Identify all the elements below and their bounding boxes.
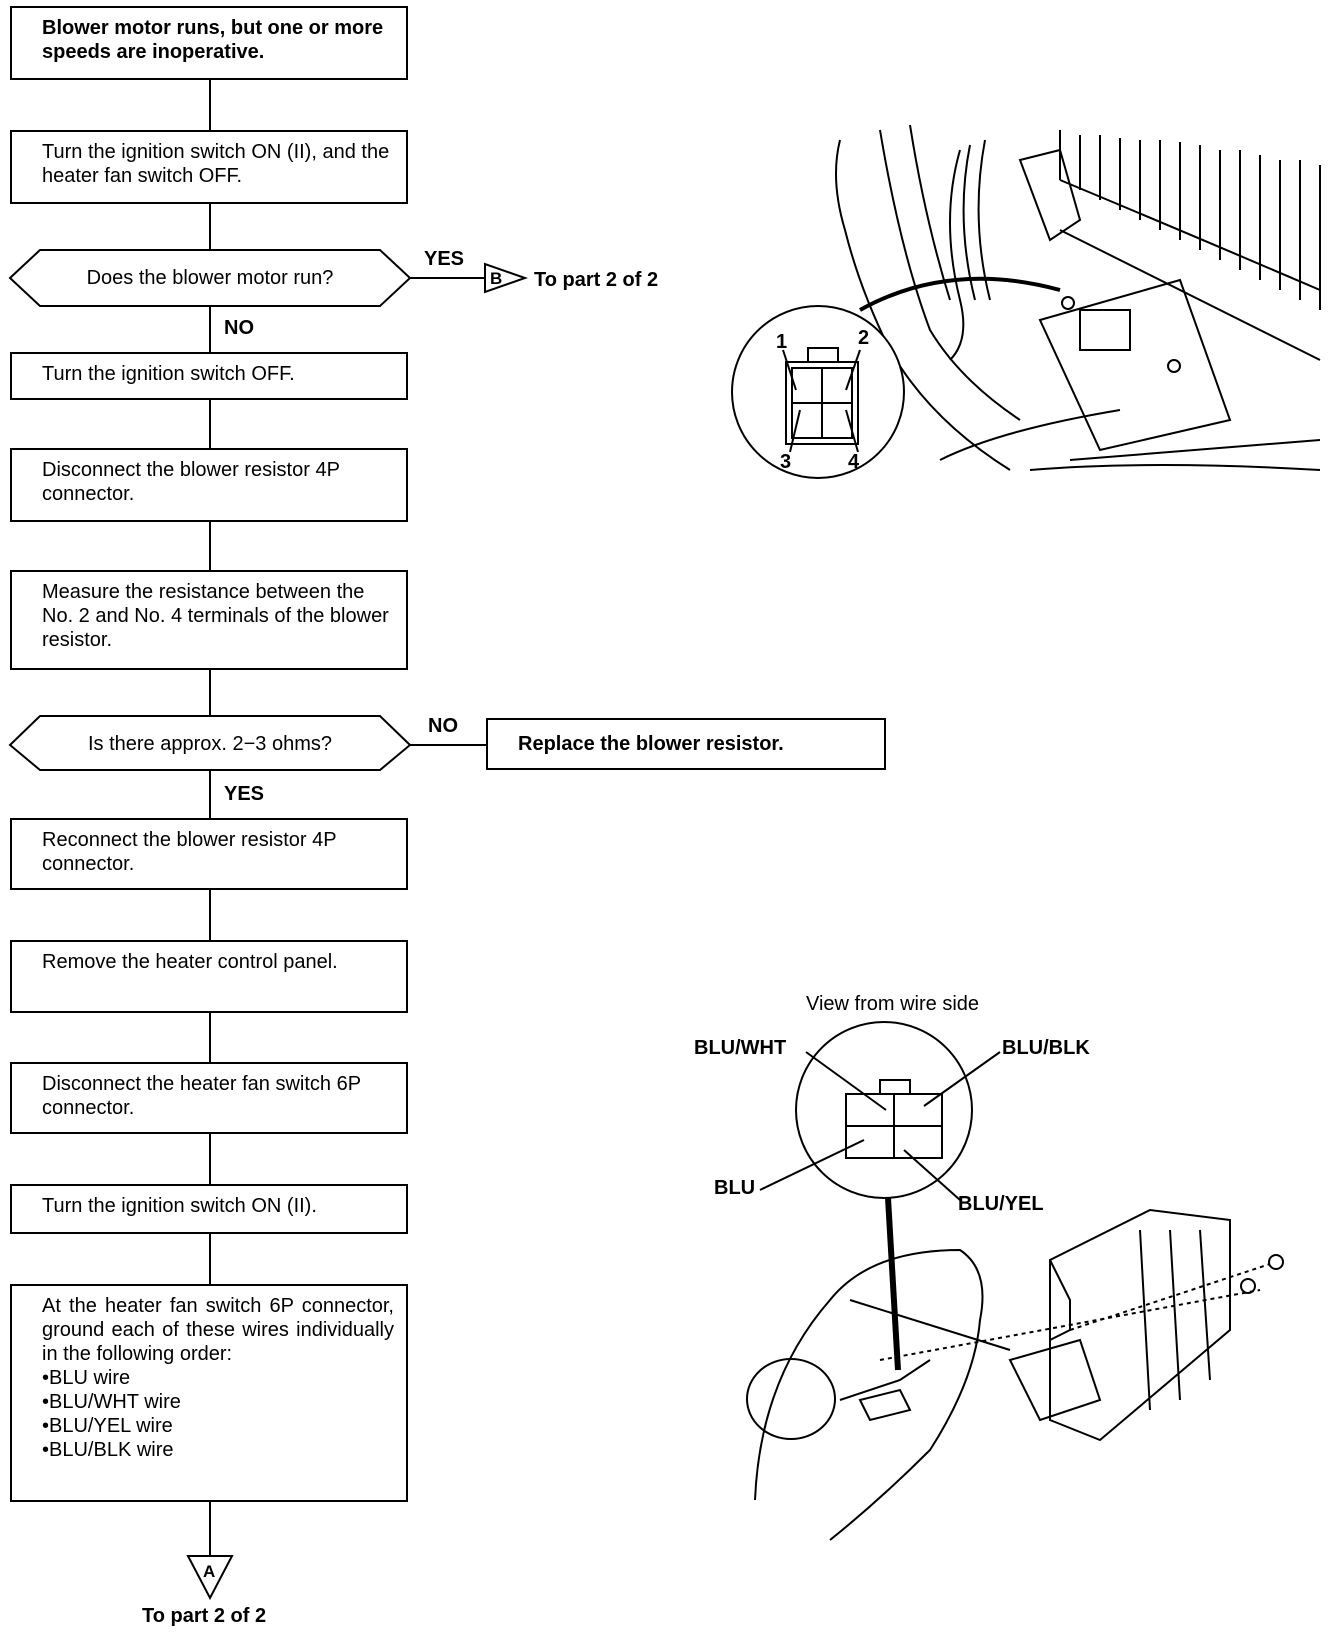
fan-switch-6p-connector [759,1051,1001,1201]
decision-diamond-2 [8,715,412,771]
step-ignition-on: Turn the ignition switch ON (II). [10,1184,408,1234]
resistor-connector-callout [731,305,905,479]
start-box: Blower motor runs, but one or more speed… [10,6,408,80]
wire-label-blu-wht: BLU/WHT [694,1037,787,1059]
step-disconnect-resistor: Disconnect the blower resistor 4P connec… [10,448,408,522]
step-ground-wires: At the heater fan switch 6P connector, g… [10,1284,408,1502]
terminal-3-label: 3 [780,451,792,473]
connector-a-triangle [186,1555,234,1601]
wire-order-list: BLU wire BLU/WHT wire BLU/YEL wire BLU/B… [42,1366,394,1462]
decision-2-question: Is there approx. 2−3 ohms? [87,733,333,755]
step-remove-control-panel: Remove the heater control panel. [10,940,408,1013]
wire-label-blu-blk: BLU/BLK [1002,1037,1090,1059]
step-disconnect-fan-switch: Disconnect the heater fan switch 6P conn… [10,1062,408,1134]
terminal-1-label: 1 [776,331,788,353]
decision-2-no-label: NO [428,715,458,737]
wire-order-item: BLU/BLK wire [42,1438,394,1462]
step-measure-resistance: Measure the resistance between the No. 2… [10,570,408,670]
decision-1-question: Does the blower motor run? [86,267,334,289]
decision-diamond-1 [8,249,412,307]
decision-2-yes-label: YES [224,783,265,805]
wire-order-item: BLU/YEL wire [42,1414,394,1438]
terminal-4-label: 4 [848,451,860,473]
view-from-wire-side-title: View from wire side [806,993,980,1015]
step-reconnect-resistor: Reconnect the blower resistor 4P connect… [10,818,408,890]
decision-1-no-label: NO [224,317,254,339]
wire-label-blu-yel: BLU/YEL [958,1193,1044,1215]
replace-resistor-box: Replace the blower resistor. [486,718,886,770]
flow-connector-lines [209,80,486,1556]
fan-switch-connector-callout [795,1021,973,1199]
connector-b-target: To part 2 of 2 [534,269,659,291]
terminal-2-label: 2 [858,327,870,349]
wire-label-blu: BLU [714,1177,756,1199]
end-target-label: To part 2 of 2 [142,1605,267,1627]
resistor-4p-connector [782,347,861,453]
heater-panel-illustration [746,1197,1284,1541]
wire-order-item: BLU/WHT wire [42,1390,394,1414]
connector-b-label: B [490,269,503,288]
connector-b-arrow [484,262,529,294]
connector-a-label: A [203,1562,216,1581]
decision-1-yes-label: YES [424,248,465,270]
blower-resistor-illustration [835,124,1321,471]
ground-wires-intro: At the heater fan switch 6P connector, g… [42,1295,394,1365]
step-ignition-on-fan-off: Turn the ignition switch ON (II), and th… [10,130,408,204]
wire-order-item: BLU wire [42,1366,394,1390]
step-ignition-off: Turn the ignition switch OFF. [10,352,408,400]
